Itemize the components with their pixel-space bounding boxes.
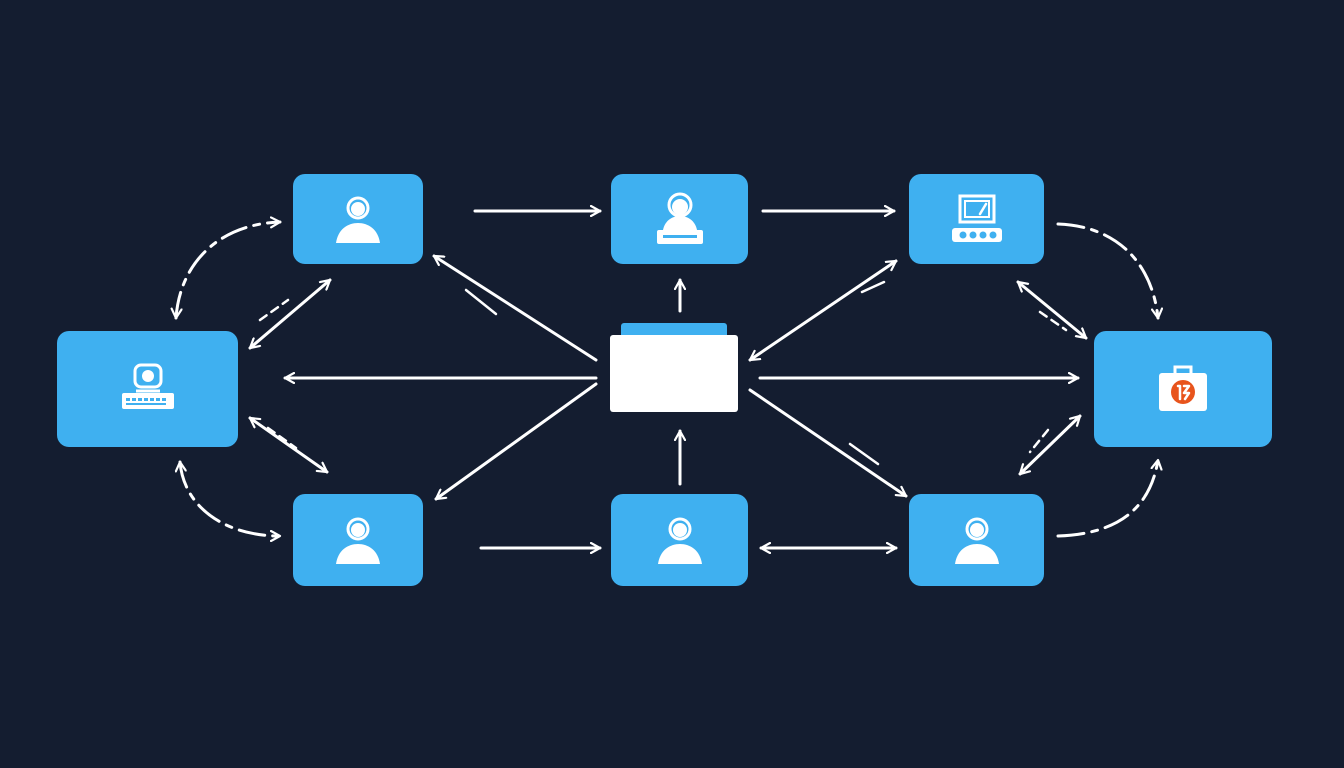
node-top-right-device[interactable] <box>909 174 1044 264</box>
user-icon <box>336 517 380 564</box>
arrow-hub-topleft-tick <box>464 288 498 316</box>
arrow-right-bottomright-dash <box>1028 428 1050 454</box>
curve-bottomright-to-right <box>1056 458 1158 538</box>
node-bottom-center-user[interactable] <box>611 494 748 586</box>
arrow-left-topleft-dash <box>258 298 290 322</box>
arrow-hub-to-bottomleft <box>434 382 598 501</box>
monitor-console-icon <box>951 194 1002 242</box>
arrow-left-topleft <box>248 278 332 350</box>
user-icon <box>336 196 380 243</box>
node-top-left-user[interactable] <box>293 174 423 264</box>
node-top-center-user[interactable] <box>611 174 748 264</box>
toolbox-icon <box>1159 365 1207 411</box>
curve-left-to-bottomleft <box>180 460 282 536</box>
arrow-right-bottomright <box>1018 414 1082 476</box>
node-center-hub[interactable] <box>610 335 738 412</box>
node-right-toolbox[interactable] <box>1094 331 1272 447</box>
arrow-hub-to-topleft <box>432 254 598 362</box>
arrow-left-bottomleft <box>248 416 329 474</box>
arrow-hub-topright <box>748 259 898 362</box>
curve-topright-to-right <box>1056 222 1158 320</box>
person-at-keyboard-icon <box>121 363 174 409</box>
user-icon <box>657 517 702 564</box>
node-bottom-right-user[interactable] <box>909 494 1044 586</box>
arrow-hub-to-bottomright <box>748 388 908 498</box>
user-at-desk-icon <box>656 192 703 244</box>
arrow-hub-bottomright-tick <box>848 442 880 466</box>
arrow-topright-right-dash <box>1038 310 1068 332</box>
arrow-topright-right <box>1016 280 1088 340</box>
curve-left-to-topleft <box>176 222 282 320</box>
user-icon <box>954 517 999 564</box>
arrow-hub-topright-tick <box>860 280 886 294</box>
arrow-left-bottomleft-dash <box>266 426 298 450</box>
node-left-terminal[interactable] <box>57 331 238 447</box>
node-bottom-left-user[interactable] <box>293 494 423 586</box>
